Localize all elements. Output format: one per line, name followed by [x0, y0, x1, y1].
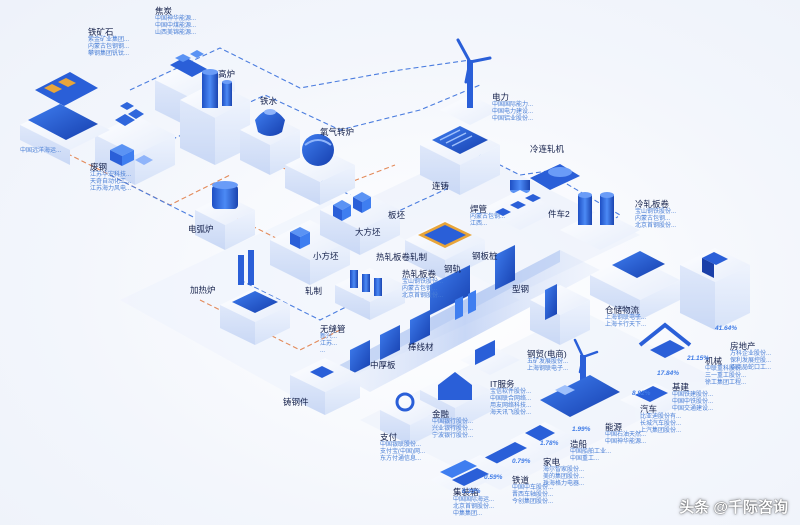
- label-cold-rolled-coil: 冷轧板卷宝山钢铁股份...内蒙古包钢...北京首钢股份...: [635, 199, 677, 230]
- scrap-blocks: [110, 144, 153, 166]
- pct-energy: 1.99%: [572, 426, 591, 433]
- label-electric-arc-furnace: 电弧炉: [188, 224, 214, 234]
- label-container: 集装箱中国国际海运...北京首钢股份...中集集团...: [453, 487, 495, 518]
- label-rolling: 轧制: [305, 286, 323, 296]
- label-continuous-casting: 连铸: [432, 181, 450, 191]
- label-heavy-plate: 中厚板: [370, 360, 396, 370]
- ship-platform: [20, 72, 110, 165]
- label-hot-rolled-coil: 热轧板卷轧制: [376, 252, 428, 262]
- label-real-estate: 房地产万科企业股份...保利发展控股...招商局蛇口工...: [730, 341, 772, 372]
- hot-rolled-coil-station: [405, 220, 485, 280]
- label-warehousing-logistics: 仓储物流上海钢联电子...上海卡行天下...: [605, 305, 647, 329]
- wire-rod-beam: [350, 310, 430, 375]
- label-iron-ore-import: 中国远洋海运...: [20, 148, 62, 154]
- label-hot-rolled-plate: 热轧板卷宝山钢铁股份...内蒙古包钢...北京首钢股份...: [402, 269, 444, 300]
- hot-rolled-plate-station: [335, 268, 405, 320]
- label-infrastructure: 基建中国铁建股份...中国中铁股份...中国交通建设...: [672, 382, 714, 413]
- label-payment: 支付中国银联股份...支付宝(中国)网...东方付通信息...: [380, 432, 425, 463]
- oxygen-converter-station: [285, 134, 355, 205]
- label-energy: 能源中国石油天然...中国神华能源...: [605, 422, 647, 446]
- label-machinery: 机械中联重科股份...三一重工股份...徐工集团工程...: [705, 356, 747, 387]
- steel-castings-station: [290, 358, 360, 415]
- steel-trade-station: [530, 284, 590, 345]
- pct-railway: 0.59%: [484, 474, 503, 481]
- electric-arc-furnace-station: [195, 181, 255, 250]
- automobile-station: [620, 383, 690, 417]
- label-seamless-pipe: 无缝管新兴...江苏......: [320, 324, 346, 355]
- label-railway: 铁道中国中车股份...晋西车轴股份...今创集团股份...: [512, 475, 554, 506]
- label-coke: 焦炭中国神华能源...中国中煤能源...山西美锦能源...: [155, 6, 197, 37]
- molten-iron-station: [240, 109, 300, 175]
- machinery-station: [638, 322, 692, 358]
- pct-infrastructure: 17.84%: [657, 370, 680, 377]
- it-services-station: [460, 340, 520, 375]
- continuous-casting-station: [420, 125, 500, 195]
- welded-pipe-station: [480, 180, 560, 230]
- cold-rolling-mill-station: [530, 164, 580, 190]
- label-it-services: IT服务宝信软件股份...中国联合网络...用友网络科技...海天讯飞股份...: [490, 379, 532, 417]
- label-power: 电力中国国际能力...中国电力建设...中国铝业股份...: [492, 92, 534, 123]
- power-station: [440, 38, 500, 125]
- label-cold-rolling-mill: 冷连轧机: [530, 144, 565, 154]
- ship-station: [540, 375, 620, 417]
- label-billet: 小方坯: [313, 251, 339, 261]
- label-steel-rail: 钢轨: [444, 264, 462, 274]
- pct-container: 0.39%: [462, 488, 481, 495]
- container-station: [430, 455, 510, 495]
- label-slab: 板坯: [388, 210, 406, 220]
- warehouse-truck-station: [590, 251, 680, 320]
- label-iron-ore: 铁矿石紫金矿业集团...内蒙古包钢钢...攀钢集团钒钛...: [88, 27, 130, 58]
- label-blast-furnace: 高炉: [218, 69, 236, 79]
- label-reheating-furnace: 加热炉: [190, 285, 216, 295]
- pct-real-estate: 41.64%: [715, 325, 738, 332]
- label-automobile: 汽车比亚迪股份有...长城汽车股份...上汽集团股份...: [640, 404, 682, 435]
- label-scrap-steel: 废钢江苏华宏科技...天奇自动化工...江苏海力风电...: [90, 162, 132, 193]
- reheating-furnace-station: [220, 250, 290, 345]
- real-estate-station: [680, 248, 750, 330]
- blast-furnace-station: [180, 69, 250, 165]
- label-welded-pipe: 焊管内蒙古包钢...江西...: [470, 204, 506, 228]
- bloom-station: [320, 190, 400, 255]
- label-oxygen-converter: 氧气转炉: [320, 127, 355, 137]
- label-home-appliances: 家电海尔智家股份...美的集团股份...珠海格力电器...: [543, 457, 585, 488]
- label-steel-pile: 钢板桩: [472, 251, 498, 261]
- label-steel-trade: 钢贸(电商)五矿发展股份...上海钢联电子...: [527, 349, 569, 373]
- label-wire-rod: 棒线材: [408, 342, 434, 352]
- watermark: 头条 @千际咨询: [679, 499, 788, 516]
- label-shipbuilding: 造船中国船舶工业...中国重工...: [570, 439, 612, 463]
- label-finance: 金融中国银行股份...兴业银行股份...宁波银行股份...: [432, 409, 474, 440]
- pct-machinery: 21.15%: [687, 355, 710, 362]
- label-cart: 件车2: [548, 209, 570, 219]
- cart-station: [560, 192, 640, 250]
- label-steel-castings: 铸钢件: [283, 397, 309, 407]
- energy-station: [573, 338, 599, 395]
- payment-station: [380, 392, 440, 445]
- rail-pile-stations: [430, 245, 515, 320]
- label-molten-iron: 铁水: [260, 96, 278, 106]
- pct-automobile: 8.92%: [632, 390, 651, 397]
- label-bloom: 大方坯: [355, 227, 381, 237]
- label-section-steel: 型钢: [512, 284, 530, 294]
- pct-home-appliances: 0.79%: [512, 458, 531, 465]
- pct-shipbuilding: 1.78%: [540, 440, 559, 447]
